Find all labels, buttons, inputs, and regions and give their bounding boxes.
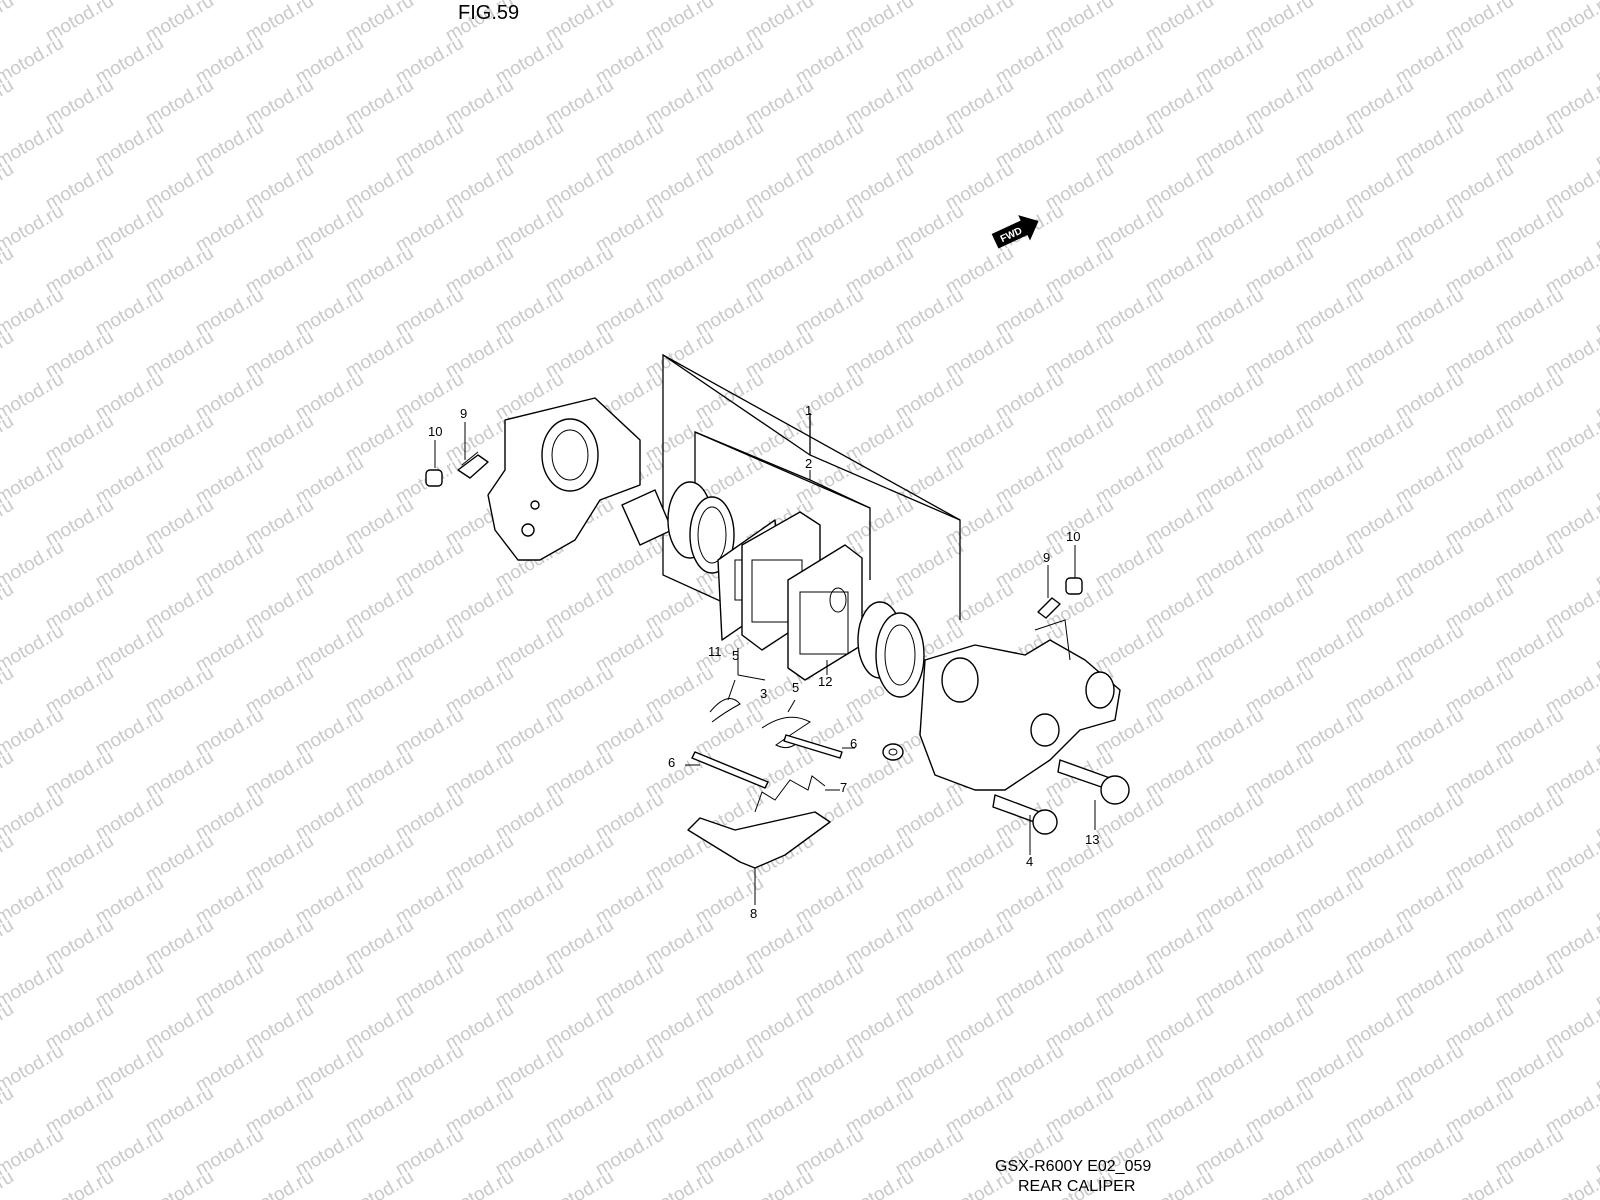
watermark-text: motod.ru [0,201,67,257]
watermark-text: motod.ru [742,1167,817,1200]
model-code: GSX-R600Y E02_059 [995,1158,1152,1175]
washer [882,743,904,761]
bleeder-cap-left [425,469,443,487]
pad-spring-7 [754,775,826,813]
callout-1: 1 [805,403,812,418]
leader-lines [434,418,1096,905]
watermark-text: motod.ru [842,1167,917,1200]
pad-spring-clip-right [761,716,811,749]
watermark-text: motod.ru [0,243,17,299]
callout-11: 11 [708,644,722,659]
watermark-text: motod.ru [42,1167,117,1200]
watermark-text: motod.ru [0,663,17,719]
callout-9b: 9 [1043,550,1050,565]
watermark-text: motod.ru [0,1083,17,1139]
watermark-text: motod.ru [0,747,17,803]
watermark-text: motod.ru [0,1125,67,1181]
seals-right [857,601,925,698]
watermark-text: motod.ru [0,999,17,1055]
callout-4: 4 [1026,854,1033,869]
callout-13: 13 [1085,832,1099,847]
watermark-text: motod.ru [242,1167,317,1200]
caliper-body-right [919,619,1121,791]
callout-5a: 5 [732,648,739,663]
callout-6a: 6 [850,736,857,751]
watermark-text: motod.ru [0,159,17,215]
watermark-text: motod.ru [342,1167,417,1200]
watermark-text: motod.ru [0,831,17,887]
callouts: 1 2 3 4 5 5 6 6 7 8 9 9 10 10 11 12 13 [428,403,1099,921]
watermark-text: motod.ru [0,327,17,383]
watermark-text: motod.ru [0,411,17,467]
watermark-text: motod.ru [0,33,67,89]
callout-7: 7 [840,780,847,795]
watermark-text: motod.ru [542,1167,617,1200]
caliper-cover-8 [687,811,831,869]
pad-pin-lower [691,751,769,789]
watermark-text: motod.ru [0,75,17,131]
callout-12: 12 [818,674,832,689]
watermark-text: motod.ru [0,537,67,593]
watermark-text: motod.ru [142,1167,217,1200]
brake-pad-12 [787,544,863,681]
callout-8: 8 [750,906,757,921]
watermark-text: motod.ru [0,1041,67,1097]
watermark-text: motod.ru [0,915,17,971]
pin-bolt-4 [992,794,1058,835]
assembly-name: REAR CALIPER [1018,1178,1136,1195]
watermark-text: motod.ru [1242,1167,1317,1200]
watermark-text: motod.ru [0,621,67,677]
watermark-text: motod.ru [0,789,67,845]
watermark-text: motod.ru [1342,1167,1417,1200]
watermark-text: motod.ru [642,1167,717,1200]
piston-and-seals [621,481,735,574]
bleeder-screw-right [1037,597,1061,619]
watermark-text: motod.ru [0,369,67,425]
watermark-text: motod.ru [1542,1167,1600,1200]
watermark-text: motod.ru [0,0,17,46]
callout-2: 2 [805,456,812,471]
bolt-13 [1057,759,1130,805]
callout-10a: 10 [428,424,442,439]
pad-pin-upper [783,734,843,759]
watermark-text: motod.ru [0,957,67,1013]
caliper-body-left [487,397,641,561]
watermark-text: motod.ru [0,285,67,341]
bleeder-cap-right [1065,577,1083,595]
bleeder-screw-left [457,451,489,479]
forward-arrow-icon [991,215,1039,249]
watermark-text: motod.ru [0,705,67,761]
pad-spring-clip-left [709,698,741,723]
callout-5b: 5 [792,680,799,695]
watermark-text: motod.ru [0,117,67,173]
watermark-text: motod.ru [0,495,17,551]
watermark-text: motod.ru [442,1167,517,1200]
watermark-text: motod.ru [1142,1167,1217,1200]
callout-9a: 9 [460,406,467,421]
callout-6b: 6 [668,755,675,770]
watermark-text: motod.ru [0,579,17,635]
watermark-text: motod.ru [1442,1167,1517,1200]
callout-10b: 10 [1066,529,1080,544]
watermark-text: motod.ru [0,873,67,929]
watermark-text: motod.ru [0,453,67,509]
figure-title: FIG.59 [458,2,520,24]
callout-3: 3 [760,686,767,701]
